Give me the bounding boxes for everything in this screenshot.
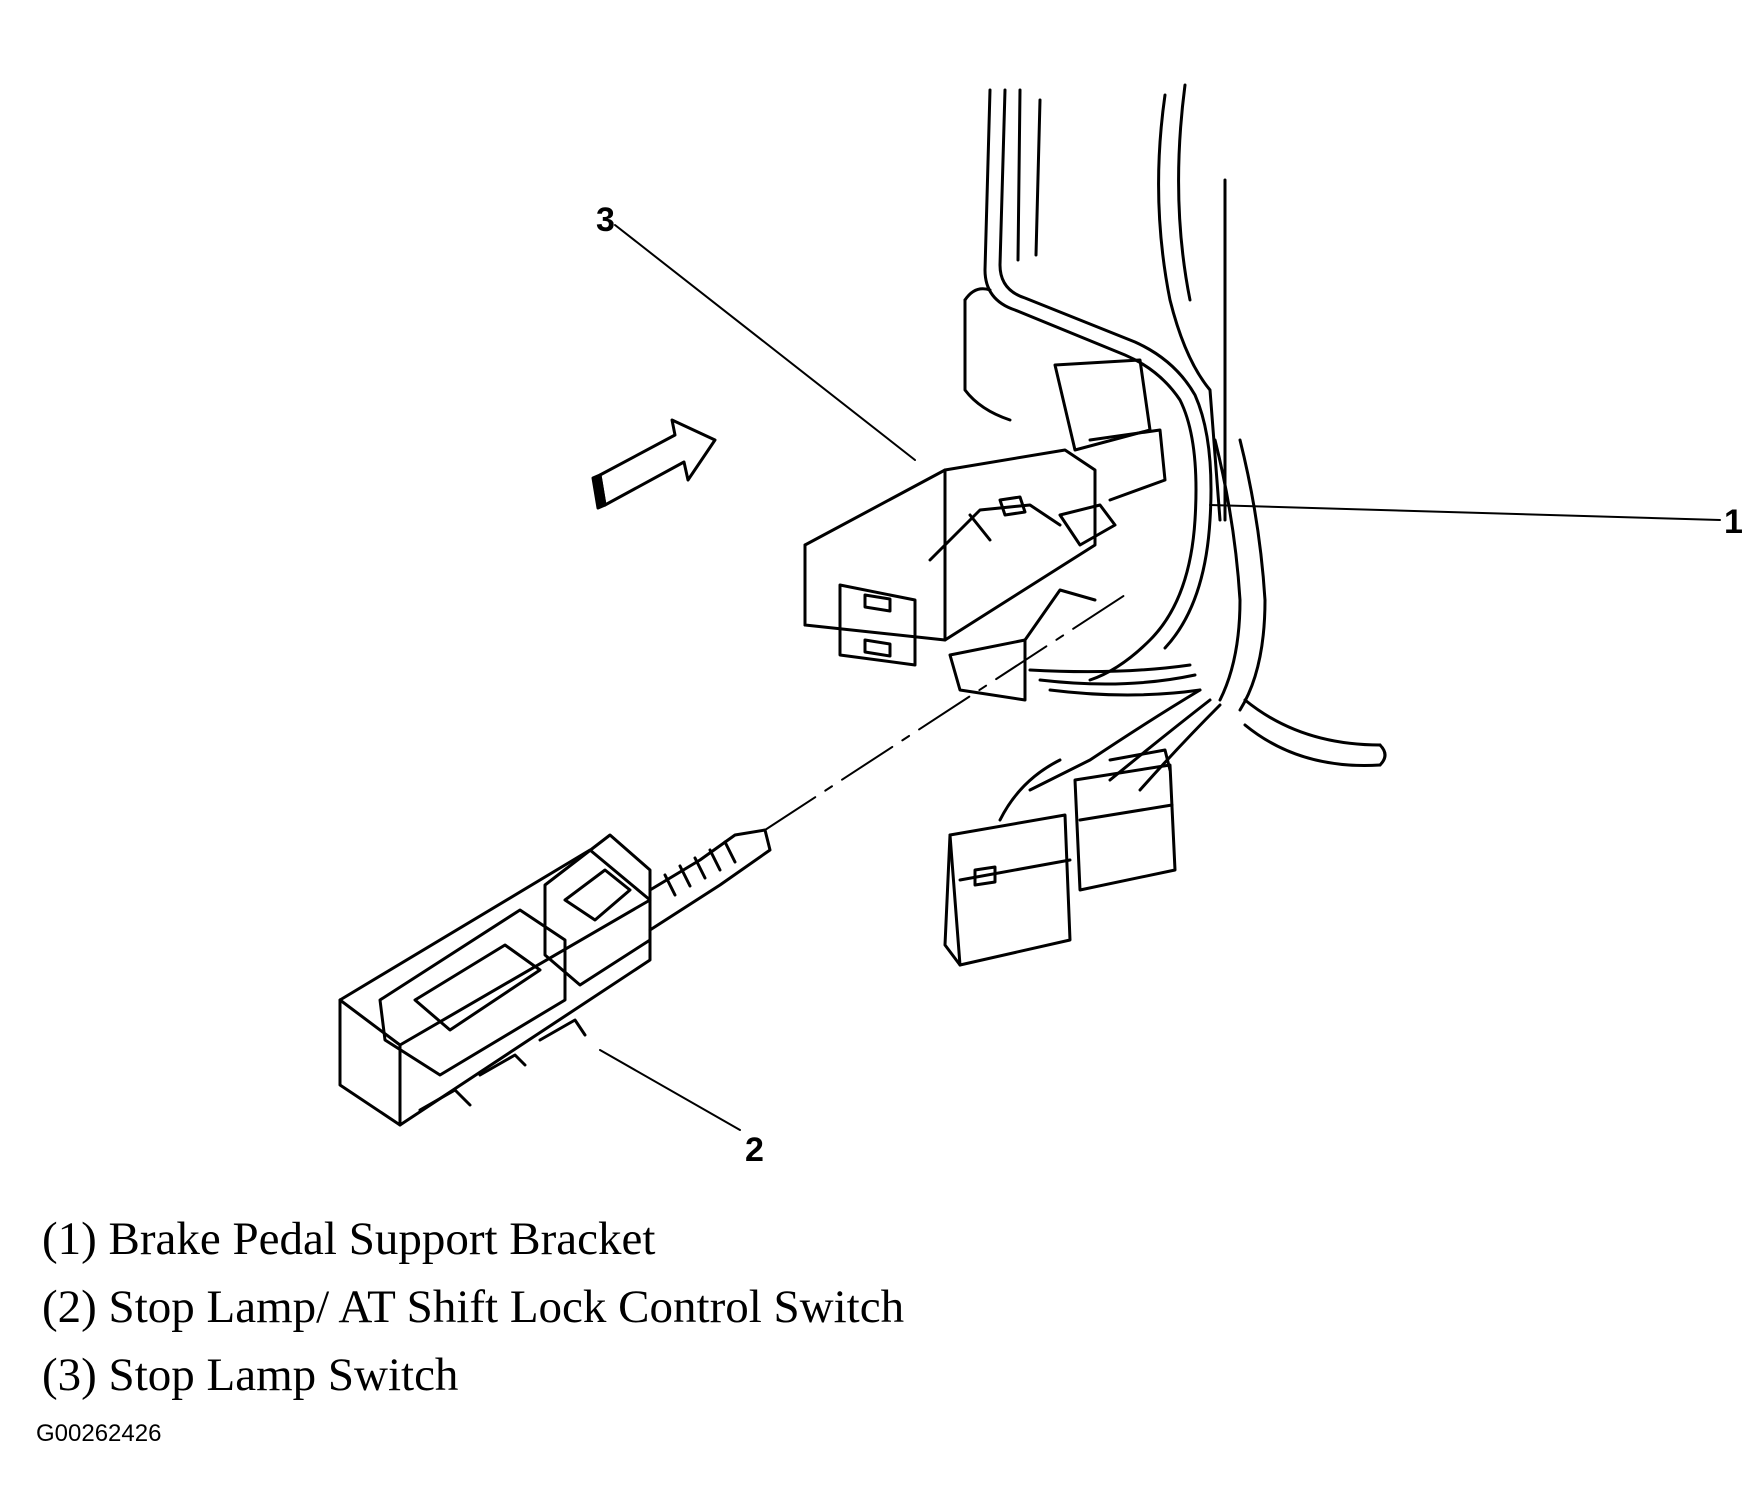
- callout-2: 2: [745, 1131, 764, 1169]
- harness-connector-left: [943, 813, 1072, 967]
- stop-lamp-at-shift-lock-control-switch: [338, 828, 772, 1127]
- installation-direction-arrow: [598, 418, 717, 507]
- wiring-harness: [998, 438, 1387, 822]
- leader-line-2: [599, 1049, 741, 1131]
- component-illustration: [338, 83, 1721, 1131]
- leader-line-3: [614, 224, 916, 461]
- brake-pedal-support-bracket: [963, 83, 1227, 682]
- legend-item-2: (2) Stop Lamp/ AT Shift Lock Control Swi…: [42, 1281, 905, 1333]
- alignment-centerline: [764, 594, 1126, 831]
- callout-1: 1: [1724, 503, 1743, 541]
- callout-3: 3: [596, 201, 615, 239]
- legend-item-3: (3) Stop Lamp Switch: [42, 1349, 459, 1401]
- harness-connector-right: [1073, 748, 1177, 892]
- legend: (1) Brake Pedal Support Bracket (2) Stop…: [42, 1205, 904, 1409]
- arrow-shadow: [591, 473, 607, 510]
- figure-id: G00262426: [36, 1420, 162, 1447]
- legend-item-1: (1) Brake Pedal Support Bracket: [42, 1213, 656, 1265]
- leader-line-1: [1209, 504, 1721, 521]
- stop-lamp-switch: [803, 358, 1167, 702]
